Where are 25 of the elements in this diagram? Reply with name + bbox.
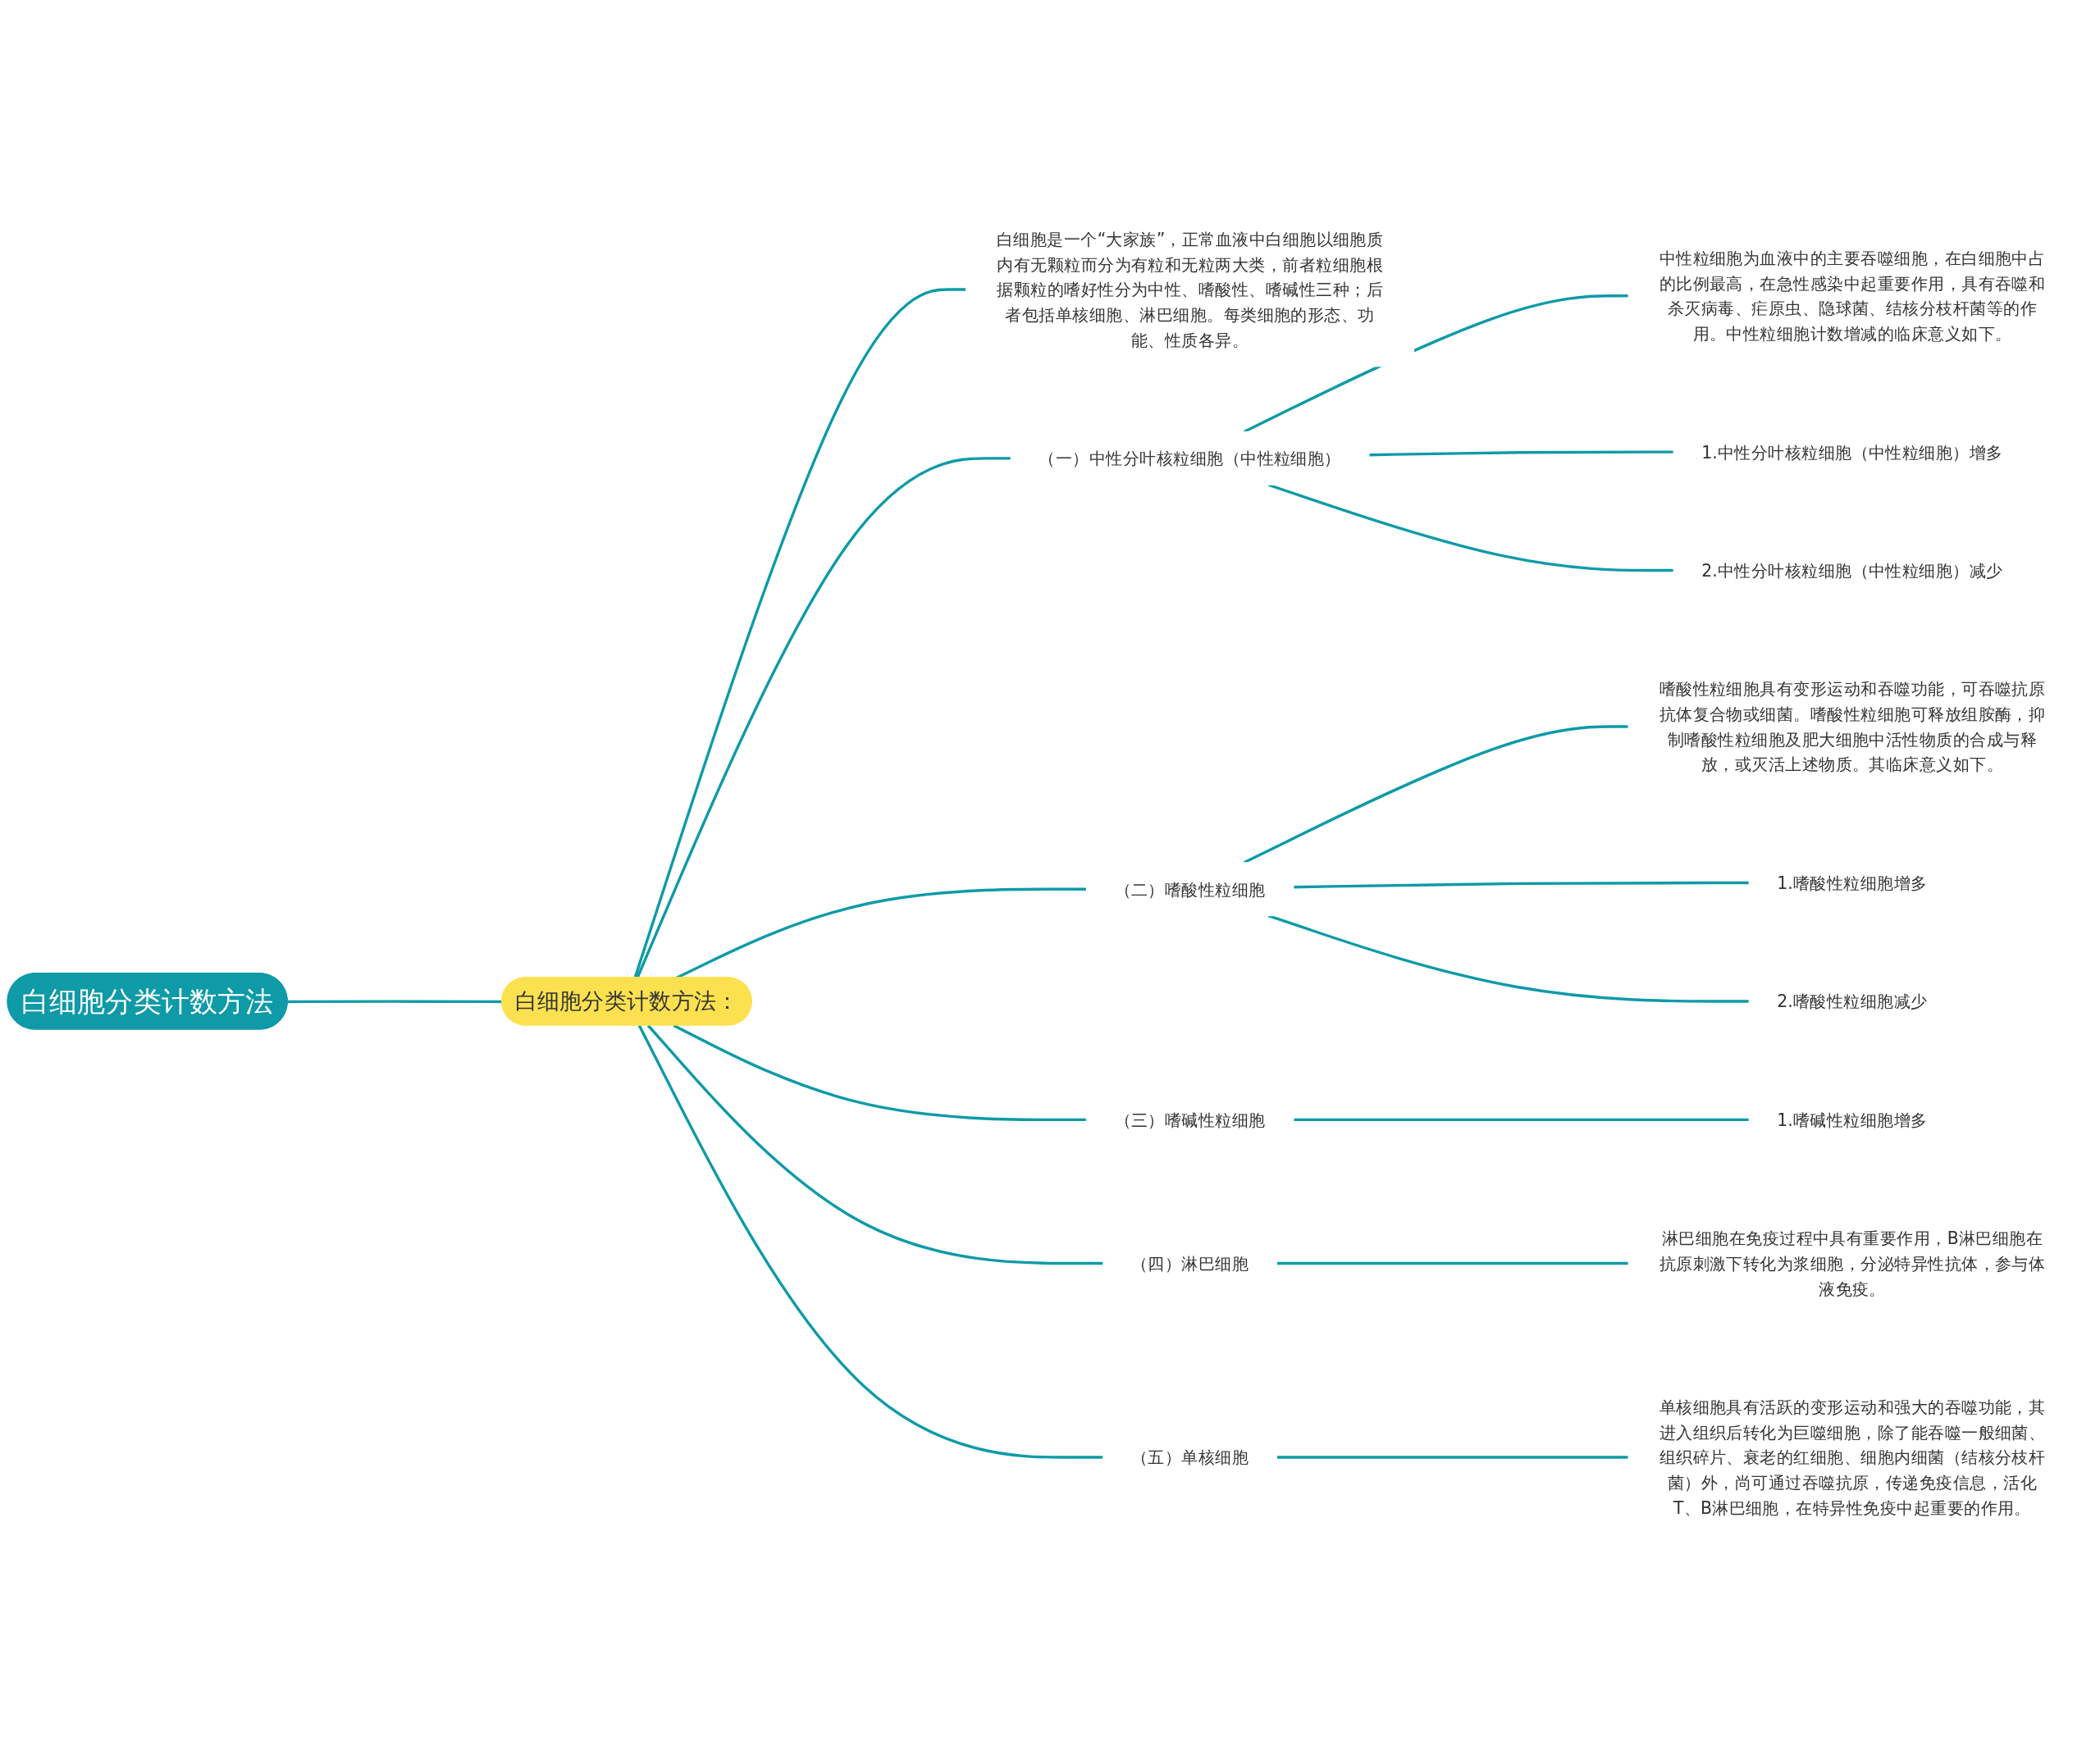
connector — [1243, 294, 1629, 433]
node-text: （三）嗜碱性粒细胞 — [1114, 1110, 1266, 1130]
connector — [646, 1024, 1103, 1265]
connector — [287, 1000, 503, 1004]
connector — [1276, 1261, 1629, 1265]
connector — [1276, 1456, 1629, 1459]
node-text: （二）嗜酸性粒细胞 — [1114, 879, 1266, 900]
node-text: 嗜酸性粒细胞具有变形运动和吞噬功能，可吞噬抗原抗体复合物或细菌。嗜酸性粒细胞可释放组胺酶，抑制嗜酸性粒细胞及肥大细胞中活性物质的合成与释放，或灭活上述物质。其临床意义如下。 — [1659, 679, 2046, 775]
node-text: 1.中性分叶核粒细胞（中性粒细胞）增多 — [1701, 442, 2003, 463]
node-text: 2.嗜酸性粒细胞减少 — [1777, 991, 1928, 1011]
connector — [673, 1023, 1087, 1122]
connector — [1368, 450, 1674, 457]
connector — [637, 1024, 1103, 1459]
node-text: （五）单核细胞 — [1130, 1447, 1249, 1467]
node-text: 1.嗜碱性粒细胞增多 — [1777, 1110, 1928, 1130]
node-text: （一）中性分叶核粒细胞（中性粒细胞） — [1039, 448, 1341, 468]
node-text: 单核细胞具有活跃的变形运动和强大的吞噬功能，其进入组织后转化为巨噬细胞，除了能吞噬一般细菌、组织碎片、衰老的红细胞、细胞内细菌（结核分枝杆菌）外，尚可通过吞噬抗原，传递免疫信息，活化T、B淋巴细胞，在特异性免疫中起重要的作用。 — [1659, 1397, 2046, 1518]
node-text: 淋巴细胞在免疫过程中具有重要作用，B淋巴细胞在抗原刺激下转化为浆细胞，分泌特异性抗体，参与体液免疫。 — [1659, 1228, 2046, 1299]
connector — [1293, 1118, 1750, 1122]
node-text: 1.嗜酸性粒细胞增多 — [1777, 873, 1928, 893]
connector — [1293, 881, 1750, 889]
connector — [1267, 914, 1750, 1003]
node-text: （四）淋巴细胞 — [1130, 1253, 1249, 1274]
node-text: 中性粒细胞为血液中的主要吞噬细胞，在白细胞中占的比例最高，在急性感染中起重要作用，具有吞噬和杀灭病毒、疟原虫、隐球菌、结核分枝杆菌等的作用。中性粒细胞计数增减的临床意义如下。 — [1659, 248, 2046, 344]
node-text: 2.中性分叶核粒细胞（中性粒细胞）减少 — [1701, 560, 2003, 581]
